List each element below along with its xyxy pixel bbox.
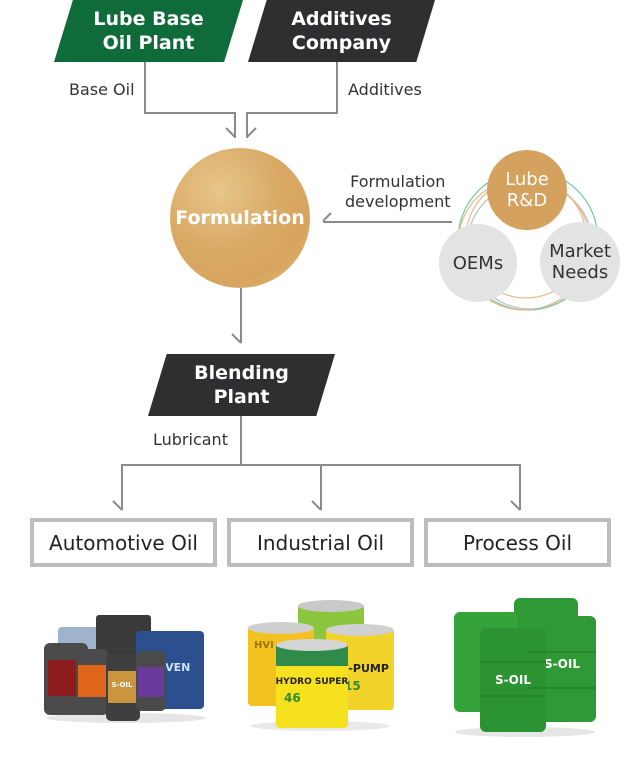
- process-arrowhead: [510, 500, 521, 511]
- pail-hvi-lid: [248, 622, 314, 634]
- pail-hipump-lid: [326, 624, 394, 636]
- additives-company-line-1: Additives: [291, 8, 392, 30]
- lube-base-oil-plant-box: Lube Base Oil Plant: [54, 0, 243, 62]
- pail-hydro-super-text: HYDRO SUPER: [276, 677, 349, 687]
- lube-rnd-line-2: R&D: [506, 190, 548, 211]
- additives-company-box: Additives Company: [248, 0, 435, 62]
- blending-plant-box: Blending Plant: [148, 354, 335, 416]
- industrial-arrowhead: [311, 500, 322, 511]
- lubricant-label: Lubricant: [153, 430, 228, 449]
- pail-green-lid: [298, 600, 364, 612]
- pail-hvi-text: HVI: [254, 640, 274, 651]
- automotive-oil-box: Automotive Oil: [30, 518, 217, 567]
- base-oil-label: Base Oil: [69, 80, 135, 99]
- base-oil-arrowhead: [225, 127, 236, 138]
- pail-hipump-grade: 15: [344, 679, 361, 693]
- formulation-development-line-2: development: [345, 192, 451, 211]
- market-needs-circle: Market Needs: [540, 222, 620, 302]
- blending-plant-label: Blending Plant: [194, 361, 289, 409]
- oems-label: OEMs: [452, 252, 504, 274]
- drum-right-brand: S-OIL: [544, 657, 580, 671]
- formulation-label: Formulation: [175, 207, 305, 229]
- lube-rnd-line-1: Lube: [505, 169, 549, 190]
- automotive-arrowhead: [112, 500, 123, 511]
- drum-front-brand: S-OIL: [495, 673, 531, 687]
- formulation-development-arrowhead: [322, 212, 332, 222]
- pail-hydro-super-lid: [276, 639, 348, 651]
- bottle-brand: S-OIL: [112, 681, 134, 689]
- oems-circle: OEMs: [439, 224, 517, 302]
- bottle-purple-label: [138, 667, 164, 697]
- additives-label: Additives: [348, 80, 422, 99]
- drum-ribs: [480, 651, 596, 697]
- lube-rnd-circle: Lube R&D: [487, 150, 567, 230]
- additives-connector: [246, 62, 338, 138]
- market-needs-line-2: Needs: [551, 262, 609, 283]
- pail-hipump-text: HI-PUMP: [335, 662, 389, 675]
- industrial-oil-image: HVI HI-PUMP 15 HYDRO SUPER 46: [248, 600, 394, 731]
- industrial-oil-label: Industrial Oil: [256, 530, 384, 555]
- lube-rnd-label: Lube R&D: [505, 169, 549, 211]
- base-oil-connector: [144, 62, 236, 138]
- process-oil-image: S-OIL S-OIL: [454, 598, 596, 737]
- automotive-oil-label: Automotive Oil: [49, 530, 198, 555]
- formulation-development-label: Formulation development: [345, 172, 451, 212]
- bottle-orange-label: [78, 665, 106, 697]
- pail-hydro-super-grade: 46: [284, 691, 301, 705]
- lube-base-oil-plant-line-2: Oil Plant: [102, 32, 195, 54]
- drum-front: [480, 628, 546, 732]
- additives-company-label: Additives Company: [291, 7, 392, 55]
- market-needs-line-1: Market: [549, 241, 611, 262]
- blending-arrowhead: [231, 333, 242, 344]
- automotive-oil-image: SEVEN S-OIL: [44, 615, 206, 723]
- blending-plant-line-1: Blending: [194, 362, 289, 384]
- formulation-circle: Formulation: [170, 148, 310, 288]
- process-oil-label: Process Oil: [462, 530, 573, 555]
- process-oil-box: Process Oil: [424, 518, 611, 567]
- lube-base-oil-plant-label: Lube Base Oil Plant: [93, 7, 203, 55]
- bottle-gold-label: [108, 671, 138, 703]
- additives-arrowhead: [246, 127, 257, 138]
- blending-plant-line-2: Plant: [213, 386, 270, 408]
- additives-company-line-2: Company: [291, 32, 392, 54]
- industrial-oil-box: Industrial Oil: [227, 518, 414, 567]
- lube-base-oil-plant-line-1: Lube Base: [93, 8, 204, 30]
- market-needs-label: Market Needs: [549, 241, 611, 283]
- formulation-development-line-1: Formulation: [350, 172, 446, 191]
